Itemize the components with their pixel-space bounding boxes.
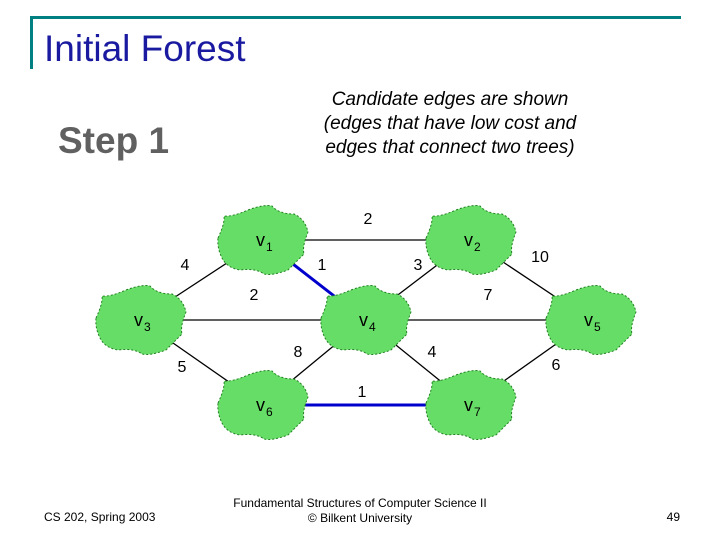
edge-weight-v2-v5: 10: [531, 249, 549, 266]
edge-weight-v1-v2: 2: [364, 211, 373, 228]
tree-blob-v5: [545, 285, 637, 355]
edge-weight-v3-v6: 5: [178, 359, 187, 376]
tree-blob-v2: [425, 205, 517, 275]
labels-layer: 2 4 1 3 10 2 7 5 8 4 6 1 v1 v2 v3 v4 v5 v6 v7: [134, 211, 601, 419]
tree-blob-v1: [217, 205, 309, 275]
caption-line-1: Candidate edges are shown: [331, 89, 569, 110]
edge-weight-v5-v7: 6: [552, 357, 561, 374]
footer-course: CS 202, Spring 2003: [44, 510, 156, 524]
footer-institution: Fundamental Structures of Computer Scien…: [210, 496, 510, 526]
title-bar-frame: [30, 16, 681, 69]
tree-blob-v3: [95, 285, 187, 355]
node-label-v2: v2: [464, 230, 481, 254]
step-label: Step 1: [58, 120, 170, 161]
edge-weight-v1-v4: 1: [318, 257, 327, 274]
blobs-layer: [95, 205, 637, 440]
caption: Candidate edges are shown (edges that ha…: [300, 88, 600, 160]
node-label-v7: v7: [464, 395, 481, 419]
edge-weight-v4-v6: 8: [294, 344, 303, 361]
edge-weight-v1-v3: 4: [181, 257, 190, 274]
caption-line-2: (edges that have low cost and: [323, 113, 577, 134]
slide-title: Initial Forest: [44, 28, 246, 69]
page-number: 49: [666, 510, 680, 524]
edge-weight-v6-v7: 1: [358, 384, 367, 401]
edge-weight-v4-v7: 4: [428, 344, 437, 361]
edge-weight-v4-v5: 7: [484, 287, 493, 304]
node-label-v6: v6: [256, 395, 273, 419]
node-label-v4: v4: [359, 310, 376, 334]
tree-blob-v7: [425, 370, 517, 440]
footer-course-title: Fundamental Structures of Computer Scien…: [233, 496, 487, 510]
node-label-v3: v3: [134, 310, 151, 334]
tree-blob-v4: [320, 285, 412, 355]
edge-weight-v2-v4: 3: [414, 257, 423, 274]
tree-blob-v6: [217, 370, 309, 440]
caption-line-3: edges that connect two trees): [325, 137, 575, 158]
footer-university: © Bilkent University: [307, 511, 413, 525]
edge-weight-v3-v4: 2: [250, 287, 259, 304]
node-label-v1: v1: [256, 230, 273, 254]
node-label-v5: v5: [584, 310, 601, 334]
